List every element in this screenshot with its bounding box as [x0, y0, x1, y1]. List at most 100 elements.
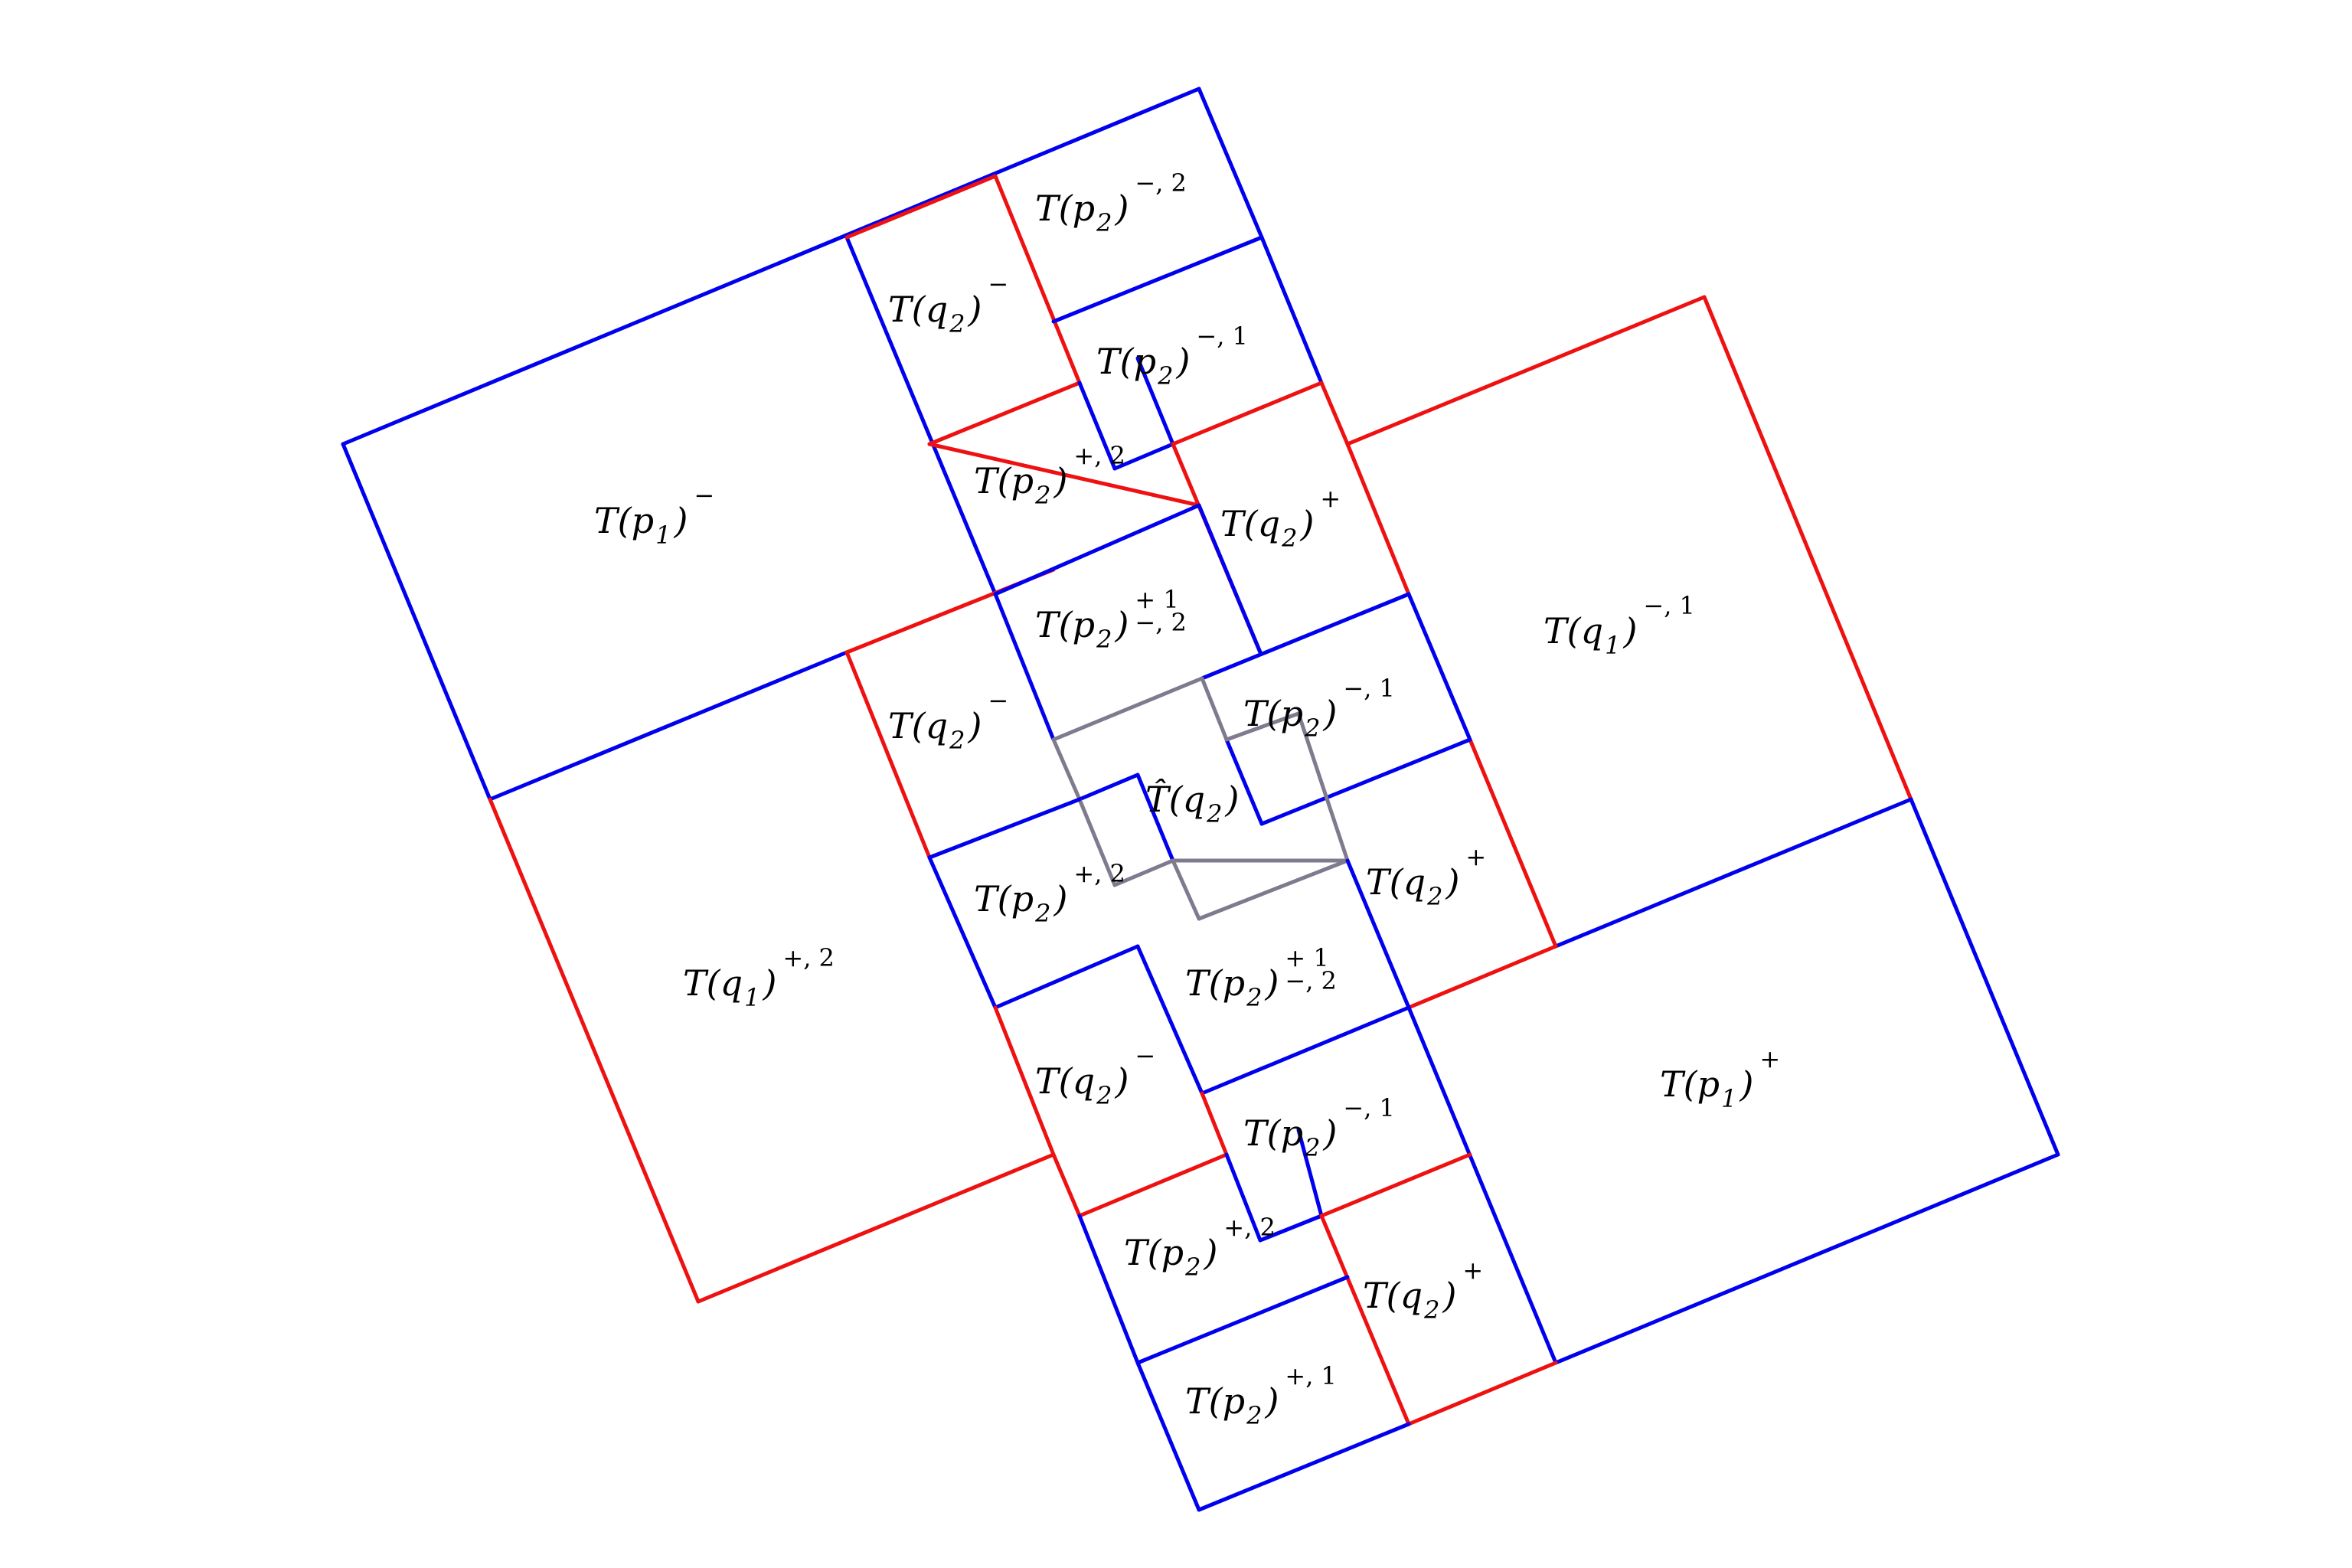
label-superscript: +: [1462, 1256, 1483, 1285]
blue-edge: [1200, 1005, 1411, 1096]
label-base: T̂(q: [1145, 779, 1205, 820]
red-edge: [1468, 737, 1558, 949]
gray-edge: [1224, 711, 1301, 742]
label-subscript: 1: [1721, 1084, 1736, 1113]
label-base: T(q: [1220, 503, 1280, 544]
red-edge: [1406, 1361, 1558, 1426]
label-base: T(p: [1243, 693, 1303, 734]
label-close-paren: ): [1053, 878, 1067, 920]
red-edge: [1077, 1152, 1229, 1218]
label-base: T(p: [1660, 1063, 1720, 1105]
label-close-paren: ): [1442, 1275, 1456, 1316]
label-close-paren: ): [762, 962, 776, 1004]
label-subscript: 2: [1423, 1295, 1439, 1325]
label-base: T(p: [974, 878, 1034, 920]
blue-edge: [1077, 773, 1140, 802]
label-superscript: −: [988, 270, 1008, 299]
label-close-paren: ): [1445, 861, 1459, 903]
red-edge: [993, 174, 1082, 385]
label-superscript: −: [988, 686, 1008, 715]
red-edge: [696, 1152, 1056, 1304]
gray-edge: [1296, 711, 1350, 863]
label-base: T(q: [888, 705, 948, 746]
blue-edge: [1224, 1152, 1263, 1243]
red-edge: [1345, 442, 1411, 596]
label-subscript: 2: [1304, 1133, 1320, 1162]
label-base: T(q: [683, 962, 743, 1004]
label-superscript: −, 1: [1643, 591, 1695, 620]
blue-edge: [1135, 773, 1175, 863]
blue-edge: [1197, 87, 1264, 240]
label-base: T(p: [594, 500, 654, 541]
label-subscript: 2: [1184, 1253, 1200, 1282]
blue-edge: [1135, 356, 1175, 446]
label-subscript: 2: [1206, 799, 1222, 828]
label-close-paren: ): [1622, 610, 1637, 652]
label-close-paren: ): [1299, 503, 1314, 544]
label-subscript: 2: [1157, 361, 1173, 390]
blue-edge: [1077, 381, 1117, 471]
label-base: T(p: [1035, 188, 1095, 229]
blue-edge: [1200, 592, 1411, 681]
blue-edge: [993, 503, 1201, 596]
label-superscript: +, 1: [1285, 1361, 1337, 1390]
label-base: T(p: [974, 460, 1034, 501]
label-superscript: −, 2: [1135, 168, 1187, 198]
blue-edge: [1051, 235, 1264, 324]
red-edge: [1702, 295, 1913, 802]
blue-edge: [993, 592, 1056, 742]
label-base: T(p: [1035, 604, 1095, 645]
gray-edge: [1051, 737, 1082, 802]
red-edge: [1051, 1152, 1082, 1218]
blue-edge: [1259, 737, 1472, 826]
label-subscript: 2: [1246, 983, 1262, 1012]
label-close-paren: ): [1322, 1112, 1337, 1154]
label-subscript: 1: [1605, 631, 1620, 660]
label-subscript: 1: [744, 983, 760, 1012]
label-superscript: −: [694, 481, 714, 510]
red-edge: [927, 381, 1082, 446]
gray-edge: [1197, 858, 1350, 921]
label-close-paren: ): [1114, 188, 1129, 229]
label-subscript: 2: [949, 309, 965, 338]
blue-edge: [341, 87, 1201, 446]
red-edge: [1319, 381, 1350, 446]
blue-edge: [1553, 797, 1913, 949]
red-edge: [927, 442, 1201, 508]
label-close-paren: ): [1114, 604, 1129, 645]
label-close-paren: ): [967, 705, 982, 746]
diagram-edges: [341, 87, 2060, 1512]
blue-edge: [1345, 858, 1411, 1010]
blue-edge: [1135, 944, 1204, 1096]
red-edge: [488, 797, 701, 1304]
label-superscript-lower: −, 2: [1285, 966, 1337, 995]
red-edge: [993, 1005, 1056, 1157]
blue-edge: [844, 235, 998, 596]
label-base: T(q: [1366, 861, 1426, 903]
red-edge: [1319, 1152, 1472, 1218]
label-subscript: 2: [1304, 714, 1320, 743]
label-subscript: 2: [1246, 1401, 1262, 1430]
label-subscript: 2: [1281, 524, 1297, 553]
label-superscript: + 1: [1285, 943, 1328, 972]
label-close-paren: ): [1053, 460, 1067, 501]
blue-edge: [1909, 797, 2060, 1157]
label-close-paren: ): [1322, 693, 1337, 734]
gray-edge: [1200, 676, 1229, 742]
label-superscript: +, 2: [782, 943, 835, 972]
